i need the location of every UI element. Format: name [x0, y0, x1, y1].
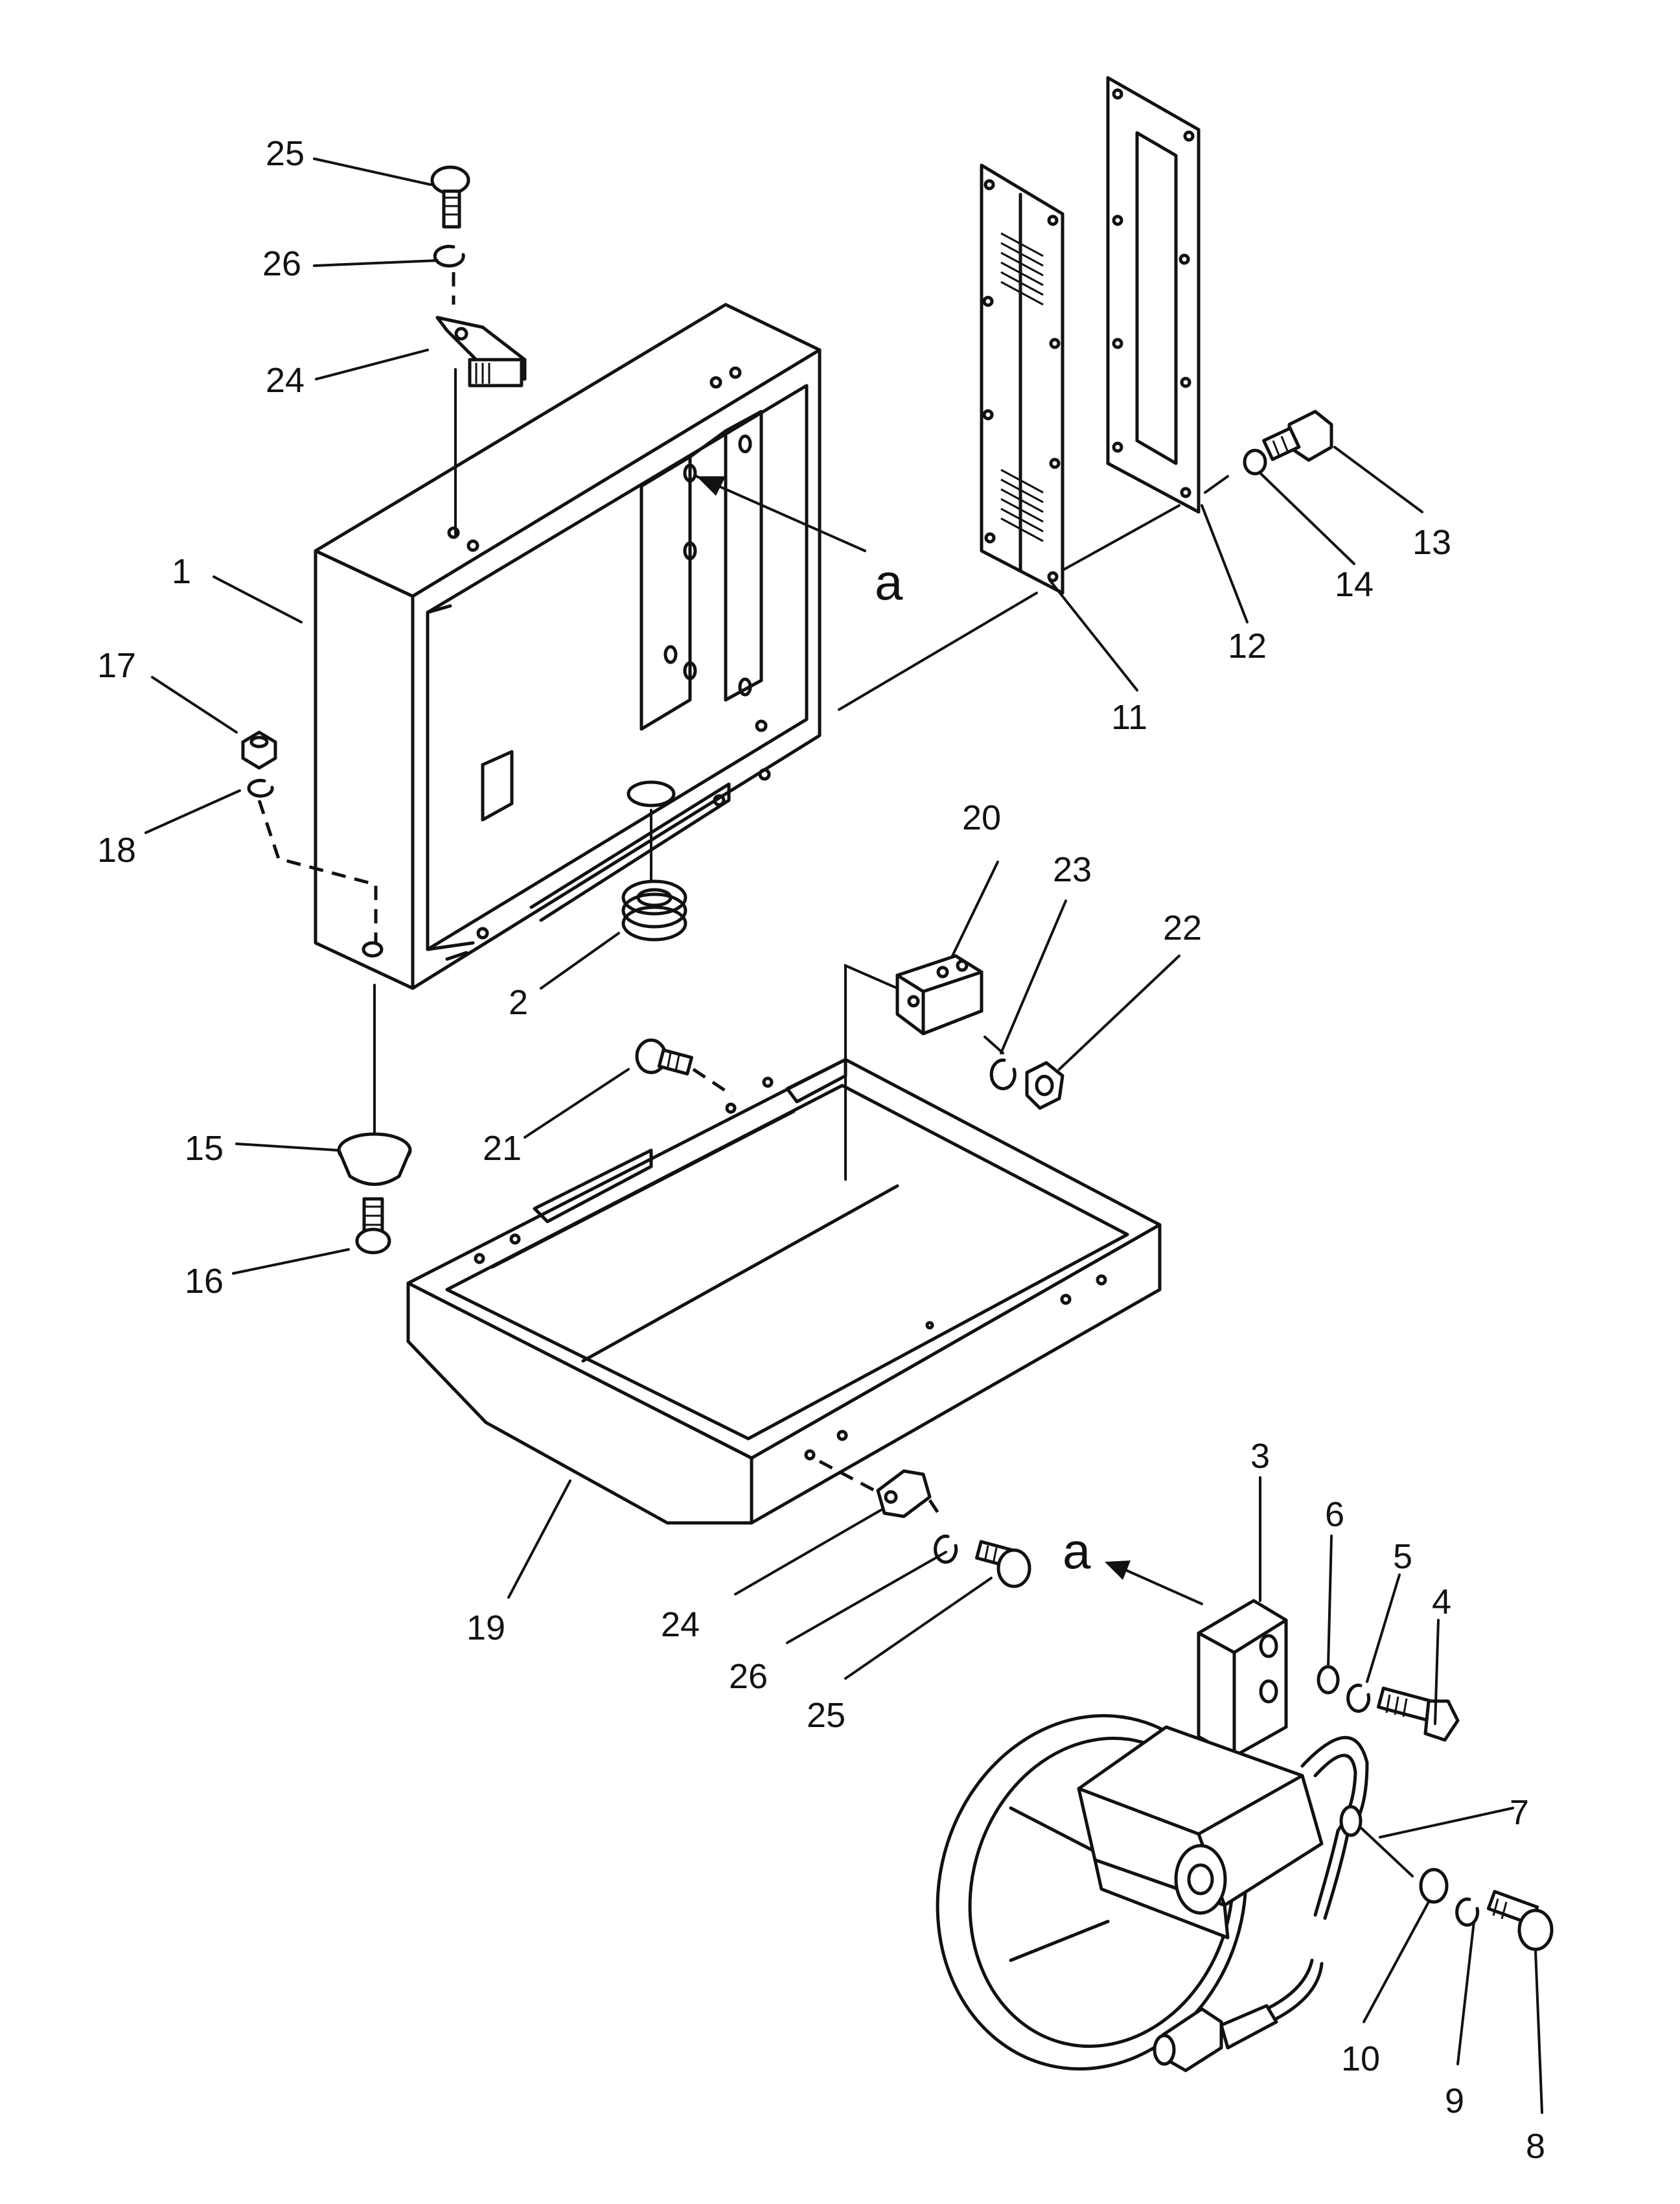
callout-24-top: 24: [266, 361, 305, 400]
callout-16: 16: [185, 1262, 224, 1301]
part-21-bolt: [635, 1038, 694, 1076]
part-26-washer-top: [433, 244, 465, 268]
part-25-screw-bottom: [974, 1540, 1031, 1588]
part-8-bolt: [1486, 1890, 1554, 1951]
callout-5: 5: [1393, 1537, 1412, 1576]
callout-12: 12: [1228, 627, 1267, 666]
leader-1: [213, 575, 303, 623]
view-arrow-upper: [695, 475, 866, 552]
callout-19: 19: [466, 1608, 505, 1647]
callout-15: 15: [185, 1129, 224, 1168]
leader-lines: [144, 157, 1543, 2114]
callout-4: 4: [1432, 1583, 1451, 1621]
callout-7: 7: [1510, 1793, 1529, 1832]
callout-22: 22: [1163, 909, 1202, 947]
part-6-washer: [1317, 1665, 1340, 1695]
part-10-washer: [1419, 1868, 1449, 1904]
part-4-bolt: [1376, 1686, 1460, 1742]
callout-11: 11: [1111, 698, 1147, 737]
callout-26-bottom: 26: [729, 1657, 768, 1696]
part-12-gasket-frame: [1106, 76, 1201, 514]
callout-24-bottom: 24: [661, 1605, 700, 1644]
part-17-nut: [241, 730, 277, 770]
callout-10: 10: [1341, 2039, 1380, 2078]
callout-21: 21: [483, 1129, 522, 1168]
callout-13: 13: [1412, 523, 1451, 562]
callout-25-bottom: 25: [807, 1696, 846, 1735]
callout-17: 17: [97, 646, 136, 685]
part-5-lockwasher: [1346, 1684, 1371, 1713]
part-1-housing: [257, 303, 822, 990]
callout-23: 23: [1053, 850, 1092, 889]
view-arrow-lower: [1105, 1560, 1203, 1605]
part-20-bracket: [895, 954, 984, 1036]
view-marker-a-lower: a: [1063, 1522, 1091, 1579]
view-marker-a-upper: a: [875, 553, 903, 610]
callout-26-top: 26: [262, 244, 301, 283]
part-26-washer-bottom: [934, 1535, 958, 1564]
part-19-base-tray: [406, 1058, 1162, 1525]
part-22-nut: [1025, 1061, 1064, 1110]
part-13-bolt: [1262, 410, 1333, 462]
callout-1: 1: [172, 552, 191, 591]
callout-14: 14: [1335, 565, 1374, 604]
part-11-cover-plate: [980, 163, 1064, 595]
callout-2: 2: [509, 983, 528, 1022]
part-23-lockwasher: [989, 1058, 1017, 1091]
part-2-grommet: [621, 879, 687, 942]
callout-9: 9: [1445, 2082, 1464, 2120]
callout-25-top: 25: [266, 134, 305, 173]
callout-labels: 25 26 24 1 17 18 15 16 2 21 20 23 22 11 …: [97, 134, 1545, 2166]
part-14-washer: [1243, 448, 1267, 476]
callout-8: 8: [1526, 2127, 1545, 2166]
callout-18: 18: [97, 831, 136, 870]
callout-3: 3: [1250, 1437, 1270, 1476]
callout-6: 6: [1325, 1495, 1344, 1534]
part-3-wheel-motor-assembly: [936, 1599, 1369, 2072]
part-16-bolt: [355, 1197, 391, 1255]
part-18-lockwasher: [247, 778, 274, 798]
part-25-screw-top: [430, 165, 470, 229]
part-24-latch-top: [435, 316, 527, 388]
callout-20: 20: [962, 798, 1001, 837]
part-9-lockwasher: [1455, 1897, 1480, 1927]
part-15-rubber-mount: [337, 1132, 412, 1186]
part-24-latch-bottom: [876, 1469, 932, 1518]
